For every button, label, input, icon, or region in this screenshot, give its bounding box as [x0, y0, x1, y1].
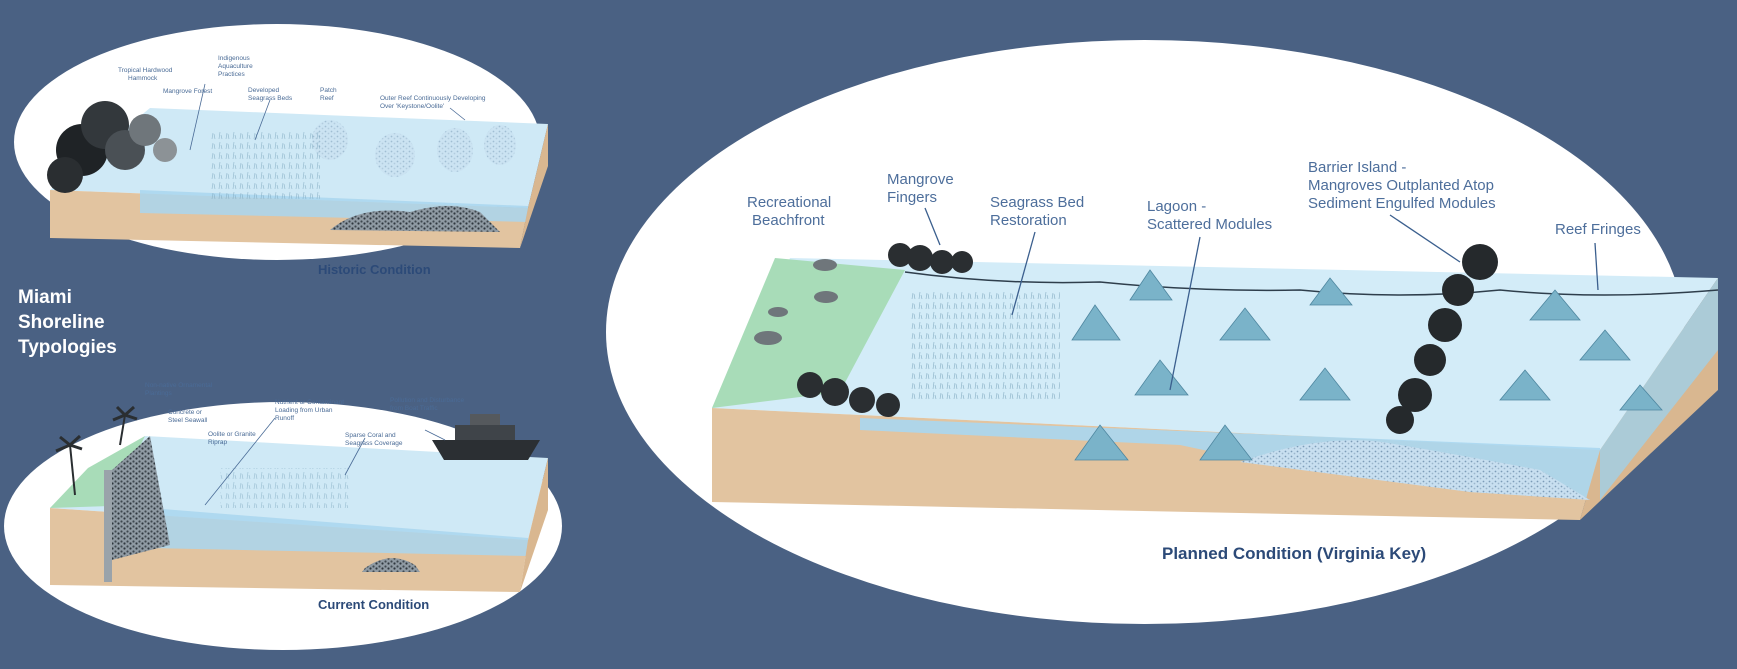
planned-leader: [1169, 236, 1201, 391]
side-title-line: Typologies: [18, 337, 117, 358]
planned-modules: [1071, 269, 1663, 461]
historic-label: Practices: [218, 71, 245, 78]
planned-beach-umbrellas: [754, 259, 838, 345]
current-caption: Current Condition: [318, 597, 429, 612]
current-sparse-seagrass: [220, 468, 350, 508]
historic-label: Developed: [248, 87, 279, 94]
planned-leader: [924, 207, 941, 246]
planned-label: Recreational: [747, 194, 831, 211]
current-label: Loading from Urban: [275, 407, 333, 414]
planned-caption: Planned Condition (Virginia Key): [1162, 544, 1426, 563]
planned-water-side: [1600, 278, 1718, 500]
historic-leader: [449, 107, 466, 121]
historic-label: Aquaculture: [218, 63, 253, 70]
planned-label: Fingers: [887, 189, 937, 206]
current-label: Plantings: [145, 390, 172, 397]
planned-water-front: [860, 418, 1600, 500]
planned-mangrove-fingers: [797, 243, 973, 417]
planned-label: Seagrass Bed: [990, 194, 1084, 211]
current-label: Riprap: [208, 439, 228, 446]
planned-sand: [712, 408, 1600, 520]
current-label: Nutrient or Contaminant: [275, 399, 344, 406]
planned-label: Barrier Island -: [1308, 159, 1406, 176]
planned-label: Lagoon -: [1147, 198, 1206, 215]
historic-leader: [254, 99, 271, 141]
side-title-line: Shoreline: [18, 312, 105, 333]
current-label: Oolite or Granite: [208, 431, 256, 438]
current-reef-patch: [362, 558, 420, 572]
planned-barrier-island-trees: [1386, 244, 1498, 434]
current-leader: [204, 417, 276, 506]
current-sand-side: [520, 458, 548, 592]
planned-label: Sediment Engulfed Modules: [1308, 195, 1496, 212]
current-label: Pollution and Disturbance: [390, 397, 464, 404]
historic-caption: Historic Condition: [318, 262, 431, 277]
current-palm-trees: [55, 405, 138, 496]
planned-surface-line: [904, 271, 1719, 296]
historic-label: Over 'Keystone/Oolite': [380, 103, 444, 110]
planned-seagrass: [910, 290, 1060, 400]
side-title-line: Miami: [18, 287, 72, 308]
historic-label: Mangrove Forest: [163, 88, 212, 95]
planned-label: Mangroves Outplanted Atop: [1308, 177, 1494, 194]
historic-sand-side: [520, 124, 548, 248]
current-leader: [344, 437, 366, 476]
current-riprap: [112, 436, 170, 560]
side-title: Miami Shoreline Typologies: [18, 285, 117, 360]
planned-label: Restoration: [990, 212, 1067, 229]
historic-label: Tropical Hardwood: [118, 67, 173, 74]
planned-leader: [1389, 214, 1461, 263]
planned-leader: [1011, 231, 1036, 316]
historic-label: Seagrass Beds: [248, 95, 293, 102]
current-label: Steel Seawall: [168, 417, 208, 424]
historic-leader: [189, 83, 206, 151]
planned-beach-land: [712, 258, 905, 408]
historic-label: Reef: [320, 95, 334, 102]
historic-hammock-trees: [47, 101, 177, 193]
historic-panel: Tropical Hardwood Hammock Mangrove Fores…: [14, 24, 548, 277]
current-seawall: [104, 470, 112, 582]
current-label: Sparse Coral and: [345, 432, 396, 439]
historic-seagrass: [210, 130, 320, 200]
current-label: Runoff: [275, 415, 294, 422]
planned-label: Scattered Modules: [1147, 216, 1272, 233]
historic-label: Outer Reef Continuously Developing: [380, 95, 486, 102]
planned-label: Beachfront: [752, 212, 825, 229]
current-boat: [432, 414, 540, 460]
historic-patch-reefs: [312, 120, 516, 177]
current-label: from Boat Traffic: [390, 405, 438, 412]
current-water-front: [150, 508, 528, 556]
current-panel: Non-native Ornamental Plantings Concrete…: [4, 382, 562, 650]
historic-reef-mound: [330, 206, 500, 232]
historic-label: Hammock: [128, 75, 158, 82]
planned-leader: [1594, 242, 1599, 291]
planned-panel: Recreational Beachfront Mangrove Fingers…: [606, 40, 1719, 624]
current-leader: [424, 429, 446, 441]
current-label: Seagrass Coverage: [345, 440, 403, 447]
current-label: Concrete or: [168, 409, 203, 416]
historic-label: Patch: [320, 87, 337, 94]
planned-label: Reef Fringes: [1555, 221, 1641, 238]
current-label: Non-native Ornamental: [145, 382, 213, 389]
historic-label: Indigenous: [218, 55, 251, 62]
planned-label: Mangrove: [887, 171, 954, 188]
planned-sediment-mound: [1240, 440, 1590, 500]
